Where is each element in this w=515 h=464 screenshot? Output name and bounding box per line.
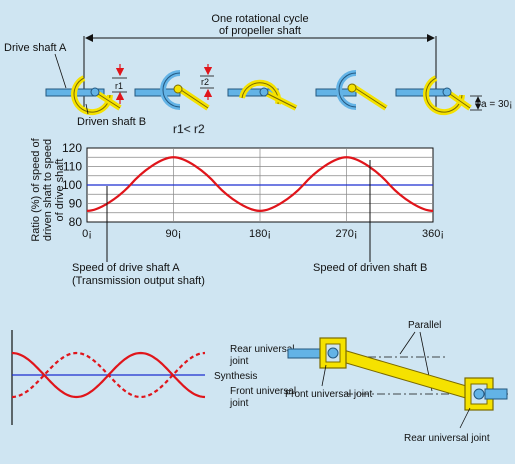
yoke-5-edge [425,77,463,113]
r1-label: r1 [115,81,123,91]
joint-diagram-4 [315,70,388,111]
differential-input-shaft [484,388,508,400]
yoke-4-edge [338,72,357,108]
cycle-label-line2: of propeller shaft [219,25,301,37]
rear-joint-leader [459,407,471,429]
drive-speed-label-line1: Speed of drive shaft A [72,262,180,274]
chart-x-tick-label: 270¡ [335,228,357,240]
angle-label: a = 30¡ [481,99,512,110]
front-joint-label-line2: joint [229,398,249,409]
chart-y-tick-label: 120 [62,141,82,155]
driven-speed-label: Speed of driven shaft B [313,262,427,274]
driven-shaft-1-edge [94,91,121,109]
propeller-shaft-drawing: Parallel Front universal joint Rear univ… [285,320,508,444]
chart-y-tick-label: 100 [62,178,82,192]
ylabel-line-3: of drive shaft [54,159,66,222]
drive-shaft-4 [315,88,357,97]
rear-joint-wave [11,351,206,399]
chart-x-tick-label: 180¡ [249,228,271,240]
joint-diagram-5 [395,75,472,116]
cross-2 [173,84,183,94]
chart-x-tick-label: 0¡ [82,228,92,240]
yoke-1-edge [73,77,111,113]
cycle-label-line1: One rotational cycle [211,13,308,25]
front-cross [327,347,339,359]
driven-shaft-3-edge [263,91,297,109]
cross-5 [442,87,452,97]
drive-shaft-5 [395,88,447,97]
ylabel-line-1: Ratio (%) of speed of [30,137,42,241]
chart-ylabel: Ratio (%) of speed of driven shaft to sp… [30,137,66,241]
drive-shaft-2 [134,88,181,97]
chart-x-tick-label: 90¡ [166,228,182,240]
speed-ratio-chart: 80 90 100 110 120 0¡ 90¡ 180¡ 270¡ 360¡ Ratio (%… [30,137,444,287]
rear-joint-label-line2: joint [229,356,249,367]
driven-shaft-b-label: Driven shaft B [77,116,146,128]
chart-x-tick-label: 360¡ [422,228,444,240]
synthesis-diagram: Rear universal joint Synthesis Front uni… [11,330,296,425]
yoke-2-edge [162,72,181,108]
rear-cross [473,388,485,400]
cross-4 [347,83,357,93]
parallel-label: Parallel [408,320,441,331]
chart-y-tick-label: 90 [69,197,83,211]
driven-shaft-2-edge [177,87,209,109]
drive-shaft-a-leader [54,53,67,89]
front-universal-joint [319,337,347,369]
chart-y-tick-label: 80 [69,215,83,229]
front-universal-joint-label: Front universal joint [285,389,372,400]
front-joint-label-line1: Front universal [230,386,296,397]
drive-speed-label-line2: (Transmission output shaft) [72,275,205,287]
front-joint-leader [321,364,327,387]
driven-shaft-speed-curve [86,156,434,213]
chart-x-ticks: 0¡ 90¡ 180¡ 270¡ 360¡ [82,228,444,240]
rear-universal-joint-label: Rear universal joint [404,433,490,444]
rear-joint-label-line1: Rear universal [230,344,294,355]
driven-shaft-4-edge [351,85,387,109]
joint-diagram-1 [45,75,122,116]
cross-1 [90,87,100,97]
rotational-cycle-section: One rotational cycle of propeller shaft … [4,13,512,136]
drive-shaft-a-label: Drive shaft A [4,42,67,54]
front-yoke [319,337,347,369]
radius-relation: r1< r2 [173,122,205,136]
parallel-leader-1 [399,331,416,355]
joint-diagram-2 [134,70,210,111]
ylabel-line-2: driven shaft to speed [42,139,54,241]
r2-label: r2 [201,77,209,87]
joint-diagram-3 [227,79,298,111]
cross-3 [259,87,269,97]
driven-shaft-b-leader [85,103,89,115]
chart-y-tick-label: 110 [63,160,82,174]
chart-y-ticks: 80 90 100 110 120 [62,141,82,229]
chart-series [86,156,434,213]
driven-shaft-5-edge [446,91,471,109]
synthesis-label: Synthesis [214,371,257,382]
